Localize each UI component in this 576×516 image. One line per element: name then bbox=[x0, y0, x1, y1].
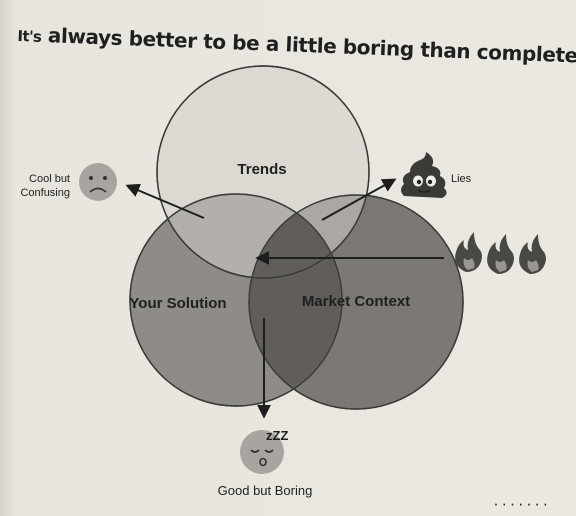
poop-icon bbox=[401, 152, 447, 198]
label-trends: Trends bbox=[237, 161, 286, 178]
label-good-but-boring: Good but Boring bbox=[218, 483, 313, 498]
fire-icon bbox=[487, 234, 514, 274]
overlap-region bbox=[249, 195, 342, 406]
label-your-solution: Your Solution bbox=[129, 295, 226, 312]
sleepy-face-icon bbox=[240, 430, 284, 474]
page-footer-dots: ······· bbox=[492, 498, 550, 512]
label-confusing: Confusing bbox=[20, 187, 70, 199]
fire-icon bbox=[455, 232, 482, 272]
label-market-context: Market Context bbox=[302, 293, 410, 310]
arrow-lies bbox=[321, 178, 397, 221]
zzz-icon: zZZ bbox=[266, 428, 288, 443]
label-cool-but: Cool but bbox=[29, 173, 70, 185]
arrow-cool-confusing bbox=[125, 183, 205, 219]
fire-icon bbox=[519, 234, 546, 274]
label-lies: Lies bbox=[451, 173, 472, 185]
sad-face-icon bbox=[79, 163, 117, 201]
